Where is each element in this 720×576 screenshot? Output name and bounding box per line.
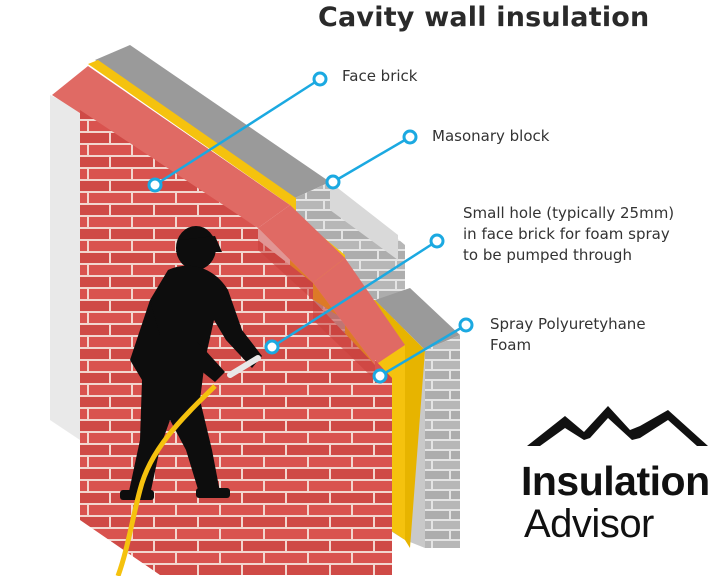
wall-edge xyxy=(50,95,80,440)
brand-name-line2: Advisor xyxy=(524,502,654,546)
house-roofs-logo xyxy=(527,406,708,446)
worker-silhouette xyxy=(120,226,262,500)
callout-lines xyxy=(154,77,467,378)
brand-name-line1: Insulation xyxy=(521,458,710,504)
label-small-hole-line1: Small hole (typically 25mm) xyxy=(463,204,675,222)
spray-hose xyxy=(115,384,217,576)
label-spray-foam-line2: Foam xyxy=(490,336,532,354)
label-masonary-block: Masonary block xyxy=(432,127,550,145)
label-small-hole-line2: in face brick for foam spray xyxy=(463,225,670,243)
page-title: Cavity wall insulation xyxy=(318,2,650,33)
label-small-hole-line3: to be pumped through xyxy=(463,246,632,264)
brick-caps xyxy=(52,66,405,365)
callout-dots xyxy=(147,71,474,384)
label-face-brick: Face brick xyxy=(342,67,418,85)
label-spray-foam-line1: Spray Polyuretyhane xyxy=(490,315,646,333)
